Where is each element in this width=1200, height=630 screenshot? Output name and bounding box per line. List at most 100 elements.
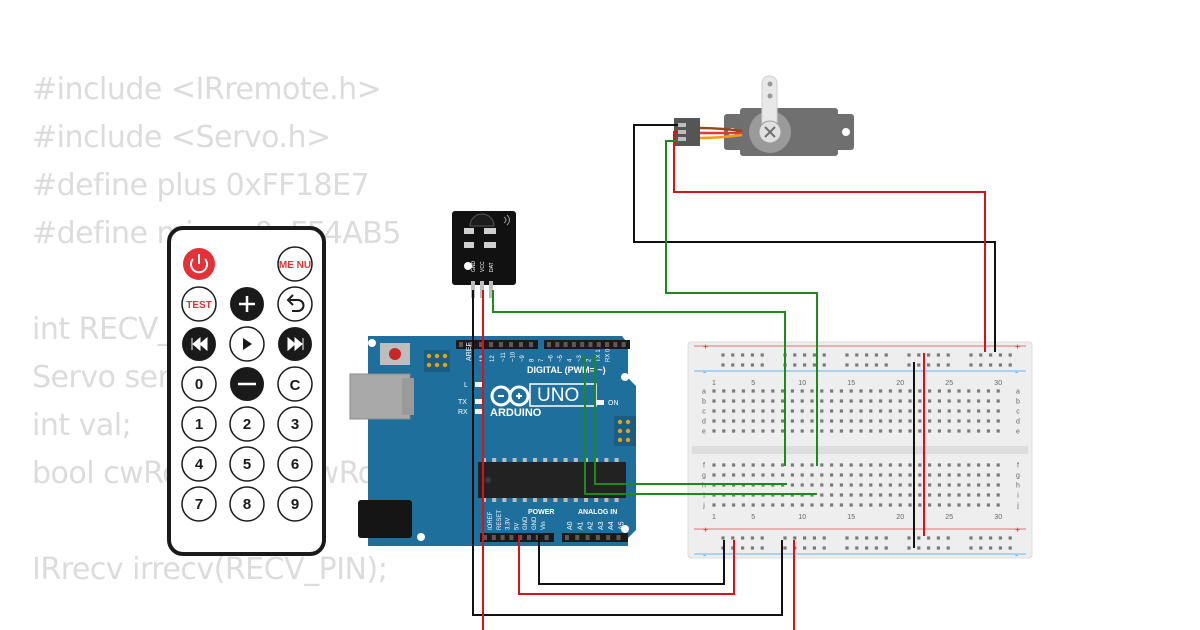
bb-hole[interactable] [761, 419, 765, 423]
wire-ir-gnd[interactable] [472, 290, 783, 616]
bb-rail-hole[interactable] [946, 353, 950, 357]
bb-hole[interactable] [732, 473, 736, 477]
bb-hole[interactable] [830, 483, 834, 487]
bb-hole[interactable] [810, 503, 814, 507]
bb-hole[interactable] [722, 473, 726, 477]
bb-rail-hole[interactable] [803, 353, 807, 357]
header-socket[interactable] [479, 342, 483, 347]
bb-hole[interactable] [849, 429, 853, 433]
header-socket[interactable] [595, 535, 600, 540]
bb-hole[interactable] [790, 483, 794, 487]
bb-hole[interactable] [996, 429, 1000, 433]
header-socket[interactable] [588, 342, 593, 347]
bb-hole[interactable] [967, 493, 971, 497]
bb-hole[interactable] [977, 463, 981, 467]
bb-hole[interactable] [849, 473, 853, 477]
bb-hole[interactable] [712, 473, 716, 477]
bb-hole[interactable] [771, 389, 775, 393]
bb-hole[interactable] [781, 419, 785, 423]
remote-digit-button-1[interactable]: 1 [181, 406, 217, 442]
wire-pin3-bb[interactable] [584, 355, 817, 495]
bb-hole[interactable] [790, 429, 794, 433]
bb-hole[interactable] [849, 419, 853, 423]
remote-c-button[interactable]: C [277, 366, 313, 402]
bb-hole[interactable] [879, 503, 883, 507]
bb-hole[interactable] [741, 463, 745, 467]
bb-hole[interactable] [810, 399, 814, 403]
bb-hole[interactable] [967, 473, 971, 477]
bb-hole[interactable] [839, 399, 843, 403]
bb-hole[interactable] [830, 493, 834, 497]
bb-hole[interactable] [937, 429, 941, 433]
bb-hole[interactable] [937, 503, 941, 507]
bb-hole[interactable] [986, 493, 990, 497]
bb-hole[interactable] [947, 483, 951, 487]
bb-hole[interactable] [712, 503, 716, 507]
bb-rail-hole[interactable] [884, 546, 888, 550]
bb-hole[interactable] [859, 473, 863, 477]
bb-hole[interactable] [771, 463, 775, 467]
bb-hole[interactable] [918, 399, 922, 403]
bb-rail-hole[interactable] [721, 353, 725, 357]
bb-hole[interactable] [810, 409, 814, 413]
bb-hole[interactable] [869, 399, 873, 403]
bb-hole[interactable] [790, 389, 794, 393]
bb-rail-hole[interactable] [721, 536, 725, 540]
bb-hole[interactable] [888, 409, 892, 413]
bb-hole[interactable] [967, 483, 971, 487]
bb-hole[interactable] [937, 493, 941, 497]
remote-digit-button-4[interactable]: 4 [181, 446, 217, 482]
bb-hole[interactable] [849, 463, 853, 467]
bb-hole[interactable] [790, 503, 794, 507]
bb-hole[interactable] [830, 473, 834, 477]
bb-hole[interactable] [918, 409, 922, 413]
bb-hole[interactable] [869, 493, 873, 497]
bb-hole[interactable] [996, 399, 1000, 403]
bb-hole[interactable] [781, 399, 785, 403]
bb-hole[interactable] [751, 503, 755, 507]
remote-plus-button[interactable] [230, 287, 264, 321]
bb-rail-hole[interactable] [917, 546, 921, 550]
bb-hole[interactable] [800, 463, 804, 467]
bb-hole[interactable] [771, 409, 775, 413]
bb-hole[interactable] [810, 473, 814, 477]
bb-hole[interactable] [977, 473, 981, 477]
bb-hole[interactable] [732, 399, 736, 403]
remote-power-button[interactable] [183, 248, 215, 280]
header-socket[interactable] [585, 535, 590, 540]
bb-hole[interactable] [977, 503, 981, 507]
bb-hole[interactable] [869, 503, 873, 507]
bb-hole[interactable] [869, 389, 873, 393]
bb-hole[interactable] [879, 409, 883, 413]
bb-hole[interactable] [986, 473, 990, 477]
bb-hole[interactable] [947, 399, 951, 403]
bb-rail-hole[interactable] [760, 353, 764, 357]
bb-hole[interactable] [732, 503, 736, 507]
remote-back-button[interactable] [277, 286, 313, 322]
bb-hole[interactable] [839, 409, 843, 413]
wire-servo-vcc[interactable] [673, 131, 986, 352]
bb-rail-hole[interactable] [845, 353, 849, 357]
bb-rail-hole[interactable] [793, 536, 797, 540]
bb-rail-hole[interactable] [936, 353, 940, 357]
bb-hole[interactable] [771, 399, 775, 403]
remote-digit-button-9[interactable]: 9 [277, 486, 313, 522]
bb-rail-hole[interactable] [874, 353, 878, 357]
bb-hole[interactable] [741, 419, 745, 423]
header-socket[interactable] [605, 342, 610, 347]
bb-rail-hole[interactable] [855, 546, 859, 550]
header-socket[interactable] [571, 342, 576, 347]
bb-hole[interactable] [908, 389, 912, 393]
bb-rail-hole[interactable] [812, 363, 816, 367]
wire-gnd-rail[interactable] [538, 535, 725, 585]
bb-hole[interactable] [947, 419, 951, 423]
bb-hole[interactable] [996, 389, 1000, 393]
bb-hole[interactable] [712, 399, 716, 403]
bb-rail-hole[interactable] [989, 536, 993, 540]
bb-hole[interactable] [908, 399, 912, 403]
bb-rail-hole[interactable] [750, 363, 754, 367]
bb-hole[interactable] [888, 473, 892, 477]
bb-hole[interactable] [957, 483, 961, 487]
bb-hole[interactable] [967, 429, 971, 433]
bb-hole[interactable] [967, 389, 971, 393]
